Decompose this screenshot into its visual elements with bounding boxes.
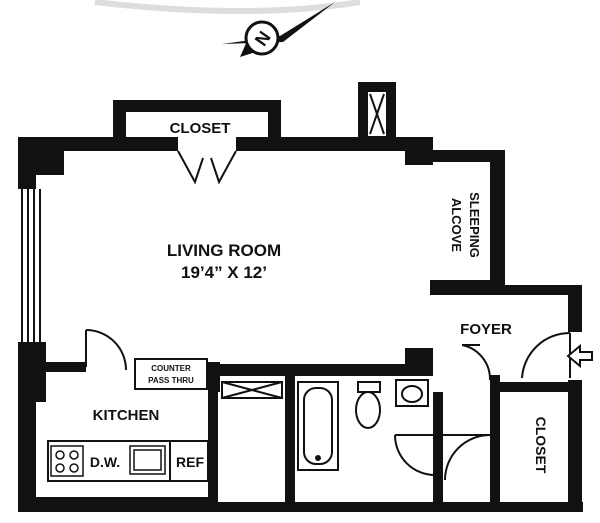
closet-top-label: CLOSET bbox=[170, 120, 231, 137]
compass: N bbox=[222, 2, 335, 57]
bath-top-wall bbox=[218, 364, 414, 376]
living-room-size: 19’4” X 12’ bbox=[181, 263, 267, 282]
closet-x-icon bbox=[221, 381, 283, 399]
corner-block-top-right bbox=[405, 137, 433, 165]
radiator-icon bbox=[436, 150, 482, 162]
kitchen-right-wall-top bbox=[208, 362, 220, 392]
shaft-wall-top bbox=[358, 82, 396, 92]
counter-pass-thru-box bbox=[134, 358, 208, 390]
sleeping-alcove-label-2: ALCOVE bbox=[449, 198, 464, 253]
bath-top-corner bbox=[405, 348, 433, 376]
shaft-wall-right bbox=[386, 82, 396, 142]
refrigerator-label: REF bbox=[176, 454, 204, 470]
counter-label-2: PASS THRU bbox=[148, 376, 194, 385]
closet-right-top-wall bbox=[490, 382, 582, 392]
closet-right-door bbox=[443, 434, 491, 481]
foyer-inner-door bbox=[461, 344, 492, 381]
closet-bifold-doors bbox=[177, 150, 237, 185]
sink-icon bbox=[129, 445, 166, 475]
bath-door bbox=[394, 434, 436, 476]
foyer-label: FOYER bbox=[460, 321, 512, 338]
left-wall-bottom bbox=[18, 402, 36, 512]
bottom-wall-left bbox=[18, 497, 218, 512]
sleeping-alcove-label-1: SLEEPING bbox=[467, 192, 482, 258]
bathtub-icon bbox=[297, 381, 339, 471]
window-left bbox=[21, 189, 41, 342]
toilet-icon bbox=[355, 381, 381, 429]
foyer-right-wall-bottom bbox=[568, 380, 582, 512]
compass-circle bbox=[244, 20, 280, 56]
bottom-wall-right bbox=[218, 502, 583, 512]
shaft-wall-left bbox=[358, 82, 368, 142]
closet-right-left-wall bbox=[490, 382, 500, 512]
kitchen-counter bbox=[47, 440, 209, 482]
kitchen-top-wall bbox=[36, 362, 86, 372]
entry-door bbox=[521, 331, 571, 379]
walls bbox=[18, 82, 583, 512]
closet-top-wall-top bbox=[113, 100, 281, 112]
dishwasher-label: D.W. bbox=[90, 454, 120, 470]
living-top-wall-right bbox=[236, 137, 432, 151]
shaft-wall-bottom bbox=[358, 136, 396, 144]
kitchen-door bbox=[85, 329, 127, 371]
bath-right-wall bbox=[433, 392, 443, 512]
left-wall-top bbox=[18, 137, 36, 189]
stove-icon bbox=[50, 445, 84, 477]
entry-arrow-icon bbox=[566, 343, 593, 369]
page-edge-shadow bbox=[94, 0, 361, 14]
kitchen-label: KITCHEN bbox=[93, 407, 160, 424]
counter-label-1: COUNTER bbox=[151, 364, 191, 373]
shaft-x-icon bbox=[369, 93, 385, 135]
living-room-label: LIVING ROOM bbox=[167, 241, 281, 260]
bath-sink-icon bbox=[395, 379, 429, 407]
foyer-top-wall bbox=[430, 285, 582, 295]
closet-right-label: CLOSET bbox=[533, 417, 549, 474]
foyer-right-wall-top bbox=[568, 292, 582, 332]
bath-left-wall bbox=[285, 376, 295, 512]
right-wall-alcove bbox=[490, 150, 505, 280]
closet-right-left-wall-top bbox=[490, 375, 500, 395]
kitchen-right-wall bbox=[208, 385, 218, 512]
